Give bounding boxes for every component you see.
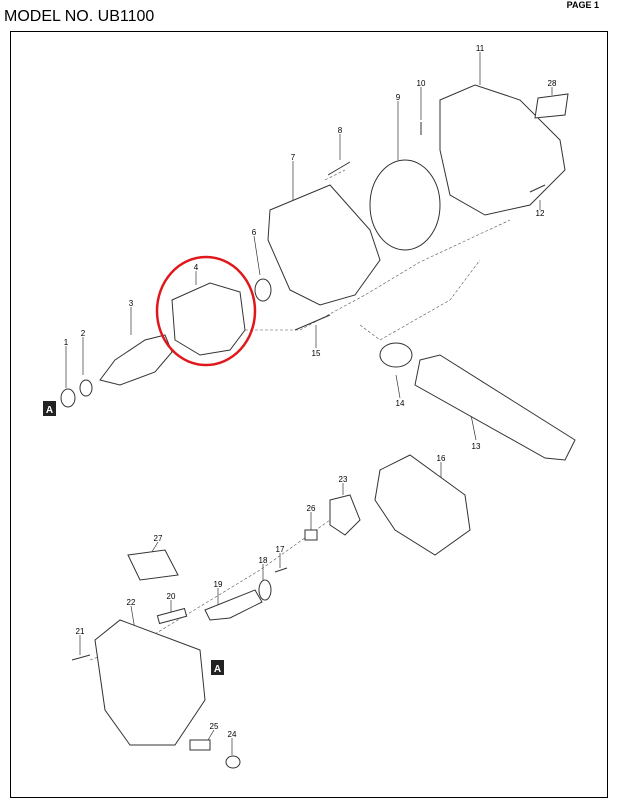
model-title: MODEL NO. UB1100 <box>4 8 155 25</box>
part-label[interactable]: 24 <box>228 730 237 739</box>
handle-housing-22 <box>94 619 206 746</box>
part-label[interactable]: 16 <box>437 454 446 463</box>
ring-14 <box>379 342 413 368</box>
screw-12 <box>529 184 546 193</box>
part-label[interactable]: 2 <box>81 329 86 338</box>
part-label[interactable]: 28 <box>548 79 557 88</box>
part-label[interactable]: 9 <box>396 93 401 102</box>
part-label[interactable]: 15 <box>312 349 321 358</box>
part-label[interactable]: 19 <box>214 580 223 589</box>
part-labels: 1 2 3 4 6 7 8 9 10 11 12 13 14 15 16 17 … <box>64 44 557 739</box>
bearing-1 <box>60 388 76 408</box>
part-label[interactable]: 13 <box>472 442 481 451</box>
part-label[interactable]: 3 <box>129 299 134 308</box>
part-label[interactable]: 20 <box>167 592 176 601</box>
part-label[interactable]: 18 <box>259 556 268 565</box>
part-label[interactable]: 7 <box>291 153 296 162</box>
svg-text:A: A <box>214 664 221 675</box>
bearing-6 <box>254 278 272 302</box>
leader-lines <box>65 52 553 755</box>
reference-marker-a: A <box>43 401 56 416</box>
part-label[interactable]: 22 <box>127 598 136 607</box>
screw-17 <box>274 567 288 573</box>
screw-15 <box>294 314 331 331</box>
fan-9 <box>369 159 441 251</box>
label-27 <box>127 549 179 581</box>
nozzle-13 <box>414 354 576 461</box>
collar-18 <box>258 579 272 601</box>
part-label[interactable]: 27 <box>154 534 163 543</box>
fan-cover-11 <box>439 84 566 216</box>
motor-housing-7 <box>267 184 381 306</box>
part-label[interactable]: 4 <box>194 263 199 272</box>
screw-8 <box>327 161 351 176</box>
washer-2 <box>79 379 93 397</box>
part-label[interactable]: 11 <box>476 44 485 53</box>
part-label[interactable]: 23 <box>339 475 348 484</box>
part-label[interactable]: 10 <box>417 79 426 88</box>
part-label[interactable]: 1 <box>64 338 69 347</box>
diagram-frame <box>10 31 608 798</box>
part-label[interactable]: 25 <box>210 722 219 731</box>
screw-21 <box>71 654 91 661</box>
part-label[interactable]: 26 <box>307 504 316 513</box>
page-number: PAGE 1 <box>566 0 599 10</box>
carbon-brush-25 <box>189 739 211 751</box>
part-shapes <box>60 84 576 769</box>
svg-text:A: A <box>46 405 53 416</box>
label-28 <box>534 93 569 119</box>
reference-marker-a: A <box>211 660 224 675</box>
handle-cover-16 <box>374 454 471 556</box>
switch-23 <box>329 494 361 536</box>
field-4 <box>171 282 246 356</box>
part-label[interactable]: 17 <box>276 545 285 554</box>
pin-20 <box>156 607 188 625</box>
capacitor-26 <box>304 529 318 541</box>
part-label[interactable]: 8 <box>338 126 343 135</box>
cap-24 <box>225 755 241 769</box>
highlight-circle <box>155 255 257 367</box>
part-label[interactable]: 12 <box>536 209 545 218</box>
lever-19 <box>204 589 263 621</box>
part-label[interactable]: 21 <box>76 627 85 636</box>
part-label[interactable]: 6 <box>252 228 257 237</box>
armature-3 <box>99 334 173 386</box>
part-label[interactable]: 14 <box>396 399 405 408</box>
